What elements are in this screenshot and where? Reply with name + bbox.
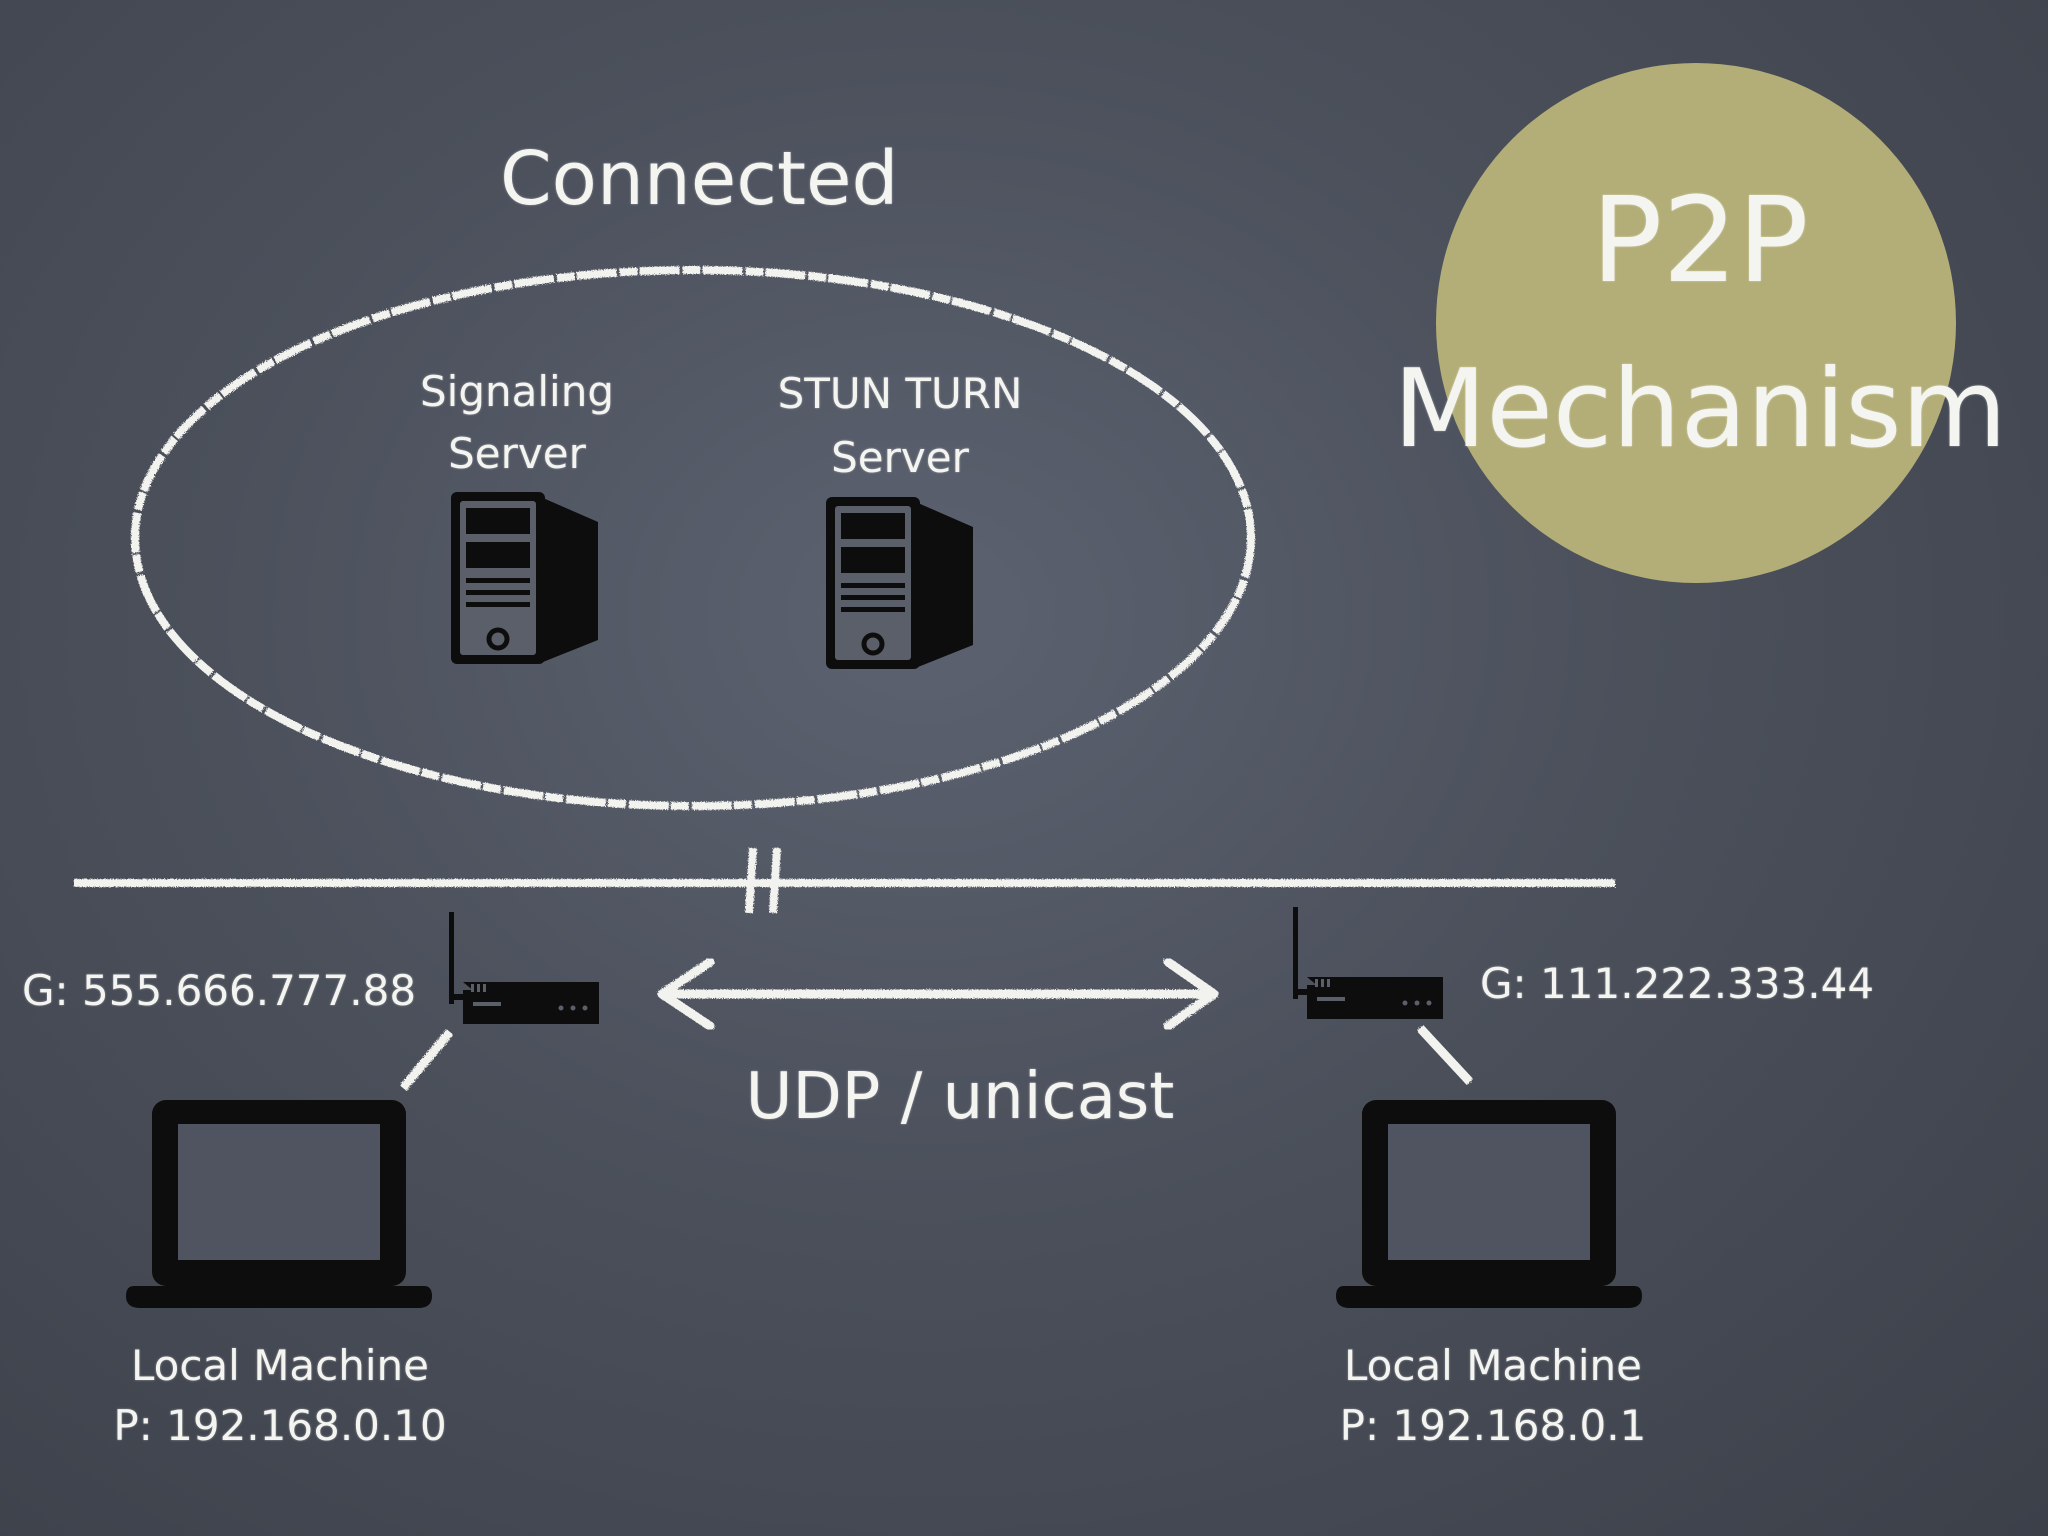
stun-turn-server-label-line-2: Server bbox=[831, 433, 969, 482]
stun-turn-server-label-line-1: STUN TURN bbox=[777, 369, 1023, 418]
right-machine-name: Local Machine bbox=[1343, 1341, 1643, 1390]
laptop-icon bbox=[126, 1100, 432, 1308]
udp-unicast-label: UDP / unicast bbox=[745, 1060, 1175, 1134]
server-tower-icon bbox=[451, 492, 598, 664]
connector-right bbox=[1416, 1024, 1474, 1086]
udp-double-arrow bbox=[657, 957, 1219, 1031]
signaling-server-label-line-2: Server bbox=[448, 429, 586, 478]
left-machine-name: Local Machine bbox=[130, 1341, 430, 1390]
connected-cloud-ellipse bbox=[131, 266, 1255, 810]
laptop-icon bbox=[1336, 1100, 1642, 1308]
network-boundary-line bbox=[74, 847, 1615, 914]
left-private-ip: P: 192.168.0.10 bbox=[113, 1401, 447, 1450]
title-line-1: P2P bbox=[1591, 171, 1809, 309]
server-tower-icon bbox=[826, 497, 973, 669]
connected-label: Connected bbox=[500, 136, 899, 222]
left-public-ip: G: 555.666.777.88 bbox=[22, 966, 417, 1015]
router-icon bbox=[1293, 907, 1443, 1019]
right-public-ip: G: 111.222.333.44 bbox=[1480, 959, 1875, 1008]
signaling-server-label-line-1: Signaling bbox=[420, 367, 614, 416]
connector-left bbox=[399, 1029, 454, 1091]
router-icon bbox=[449, 912, 599, 1024]
right-private-ip: P: 192.168.0.1 bbox=[1339, 1401, 1647, 1450]
title-line-2: Mechanism bbox=[1393, 347, 2007, 472]
title-badge-circle bbox=[1436, 63, 1956, 583]
